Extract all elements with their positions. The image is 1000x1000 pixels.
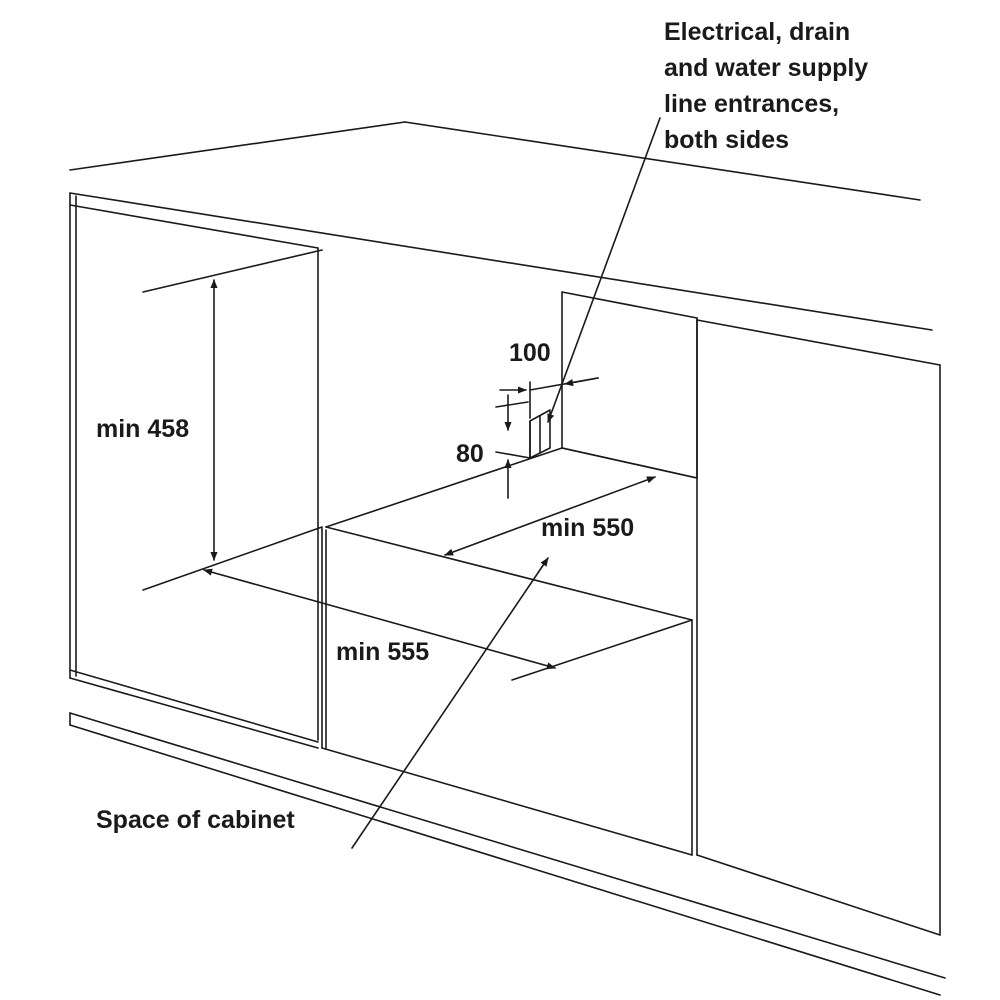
- supply-line-callout: Electrical, drain and water supply line …: [664, 14, 868, 158]
- right-cabinet-panel: [696, 319, 941, 936]
- dimension-depth: [444, 476, 656, 556]
- cabinet-label: Space of cabinet: [96, 806, 295, 834]
- supply-line-4: both sides: [664, 126, 790, 154]
- dimension-100: [499, 377, 599, 419]
- supply-line-1: Electrical, drain: [664, 18, 851, 46]
- cabinet-callout-leader: [351, 557, 549, 849]
- worktop: [69, 121, 933, 331]
- dimension-label-80: 80: [456, 440, 484, 468]
- dimension-height: [142, 249, 323, 591]
- supply-line-3: line entrances,: [664, 90, 840, 118]
- supply-callout-leader: [547, 117, 661, 423]
- left-cabinet-panel: [69, 192, 319, 749]
- dimension-label-depth: min 550: [541, 514, 635, 542]
- dimension-label-100: 100: [509, 339, 551, 367]
- rear-recess: [561, 291, 698, 479]
- supply-line-2: and water supply: [664, 54, 869, 82]
- dimension-width: [203, 568, 693, 681]
- supply-entrance-box: [529, 409, 551, 459]
- plinth: [69, 712, 946, 996]
- niche-shelf: [325, 447, 698, 621]
- dimension-label-width: min 555: [336, 638, 430, 666]
- dimension-80: [495, 394, 531, 499]
- dimension-label-height: min 458: [96, 415, 190, 443]
